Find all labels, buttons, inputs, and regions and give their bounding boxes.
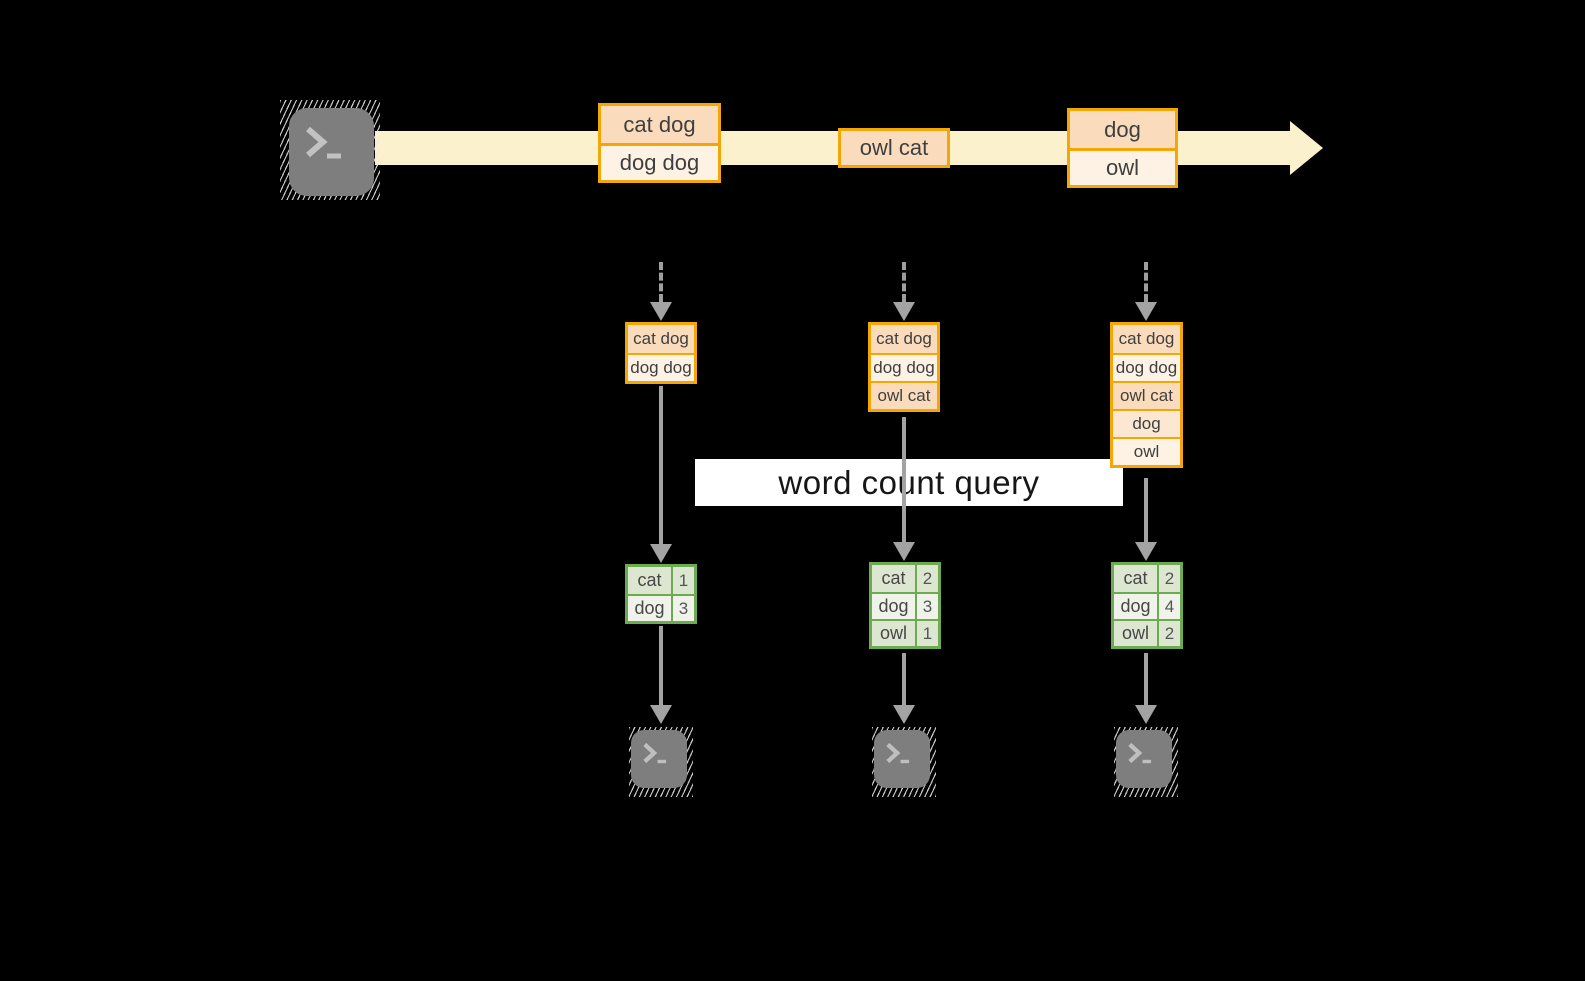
stream-arrow-head [1290, 121, 1323, 175]
count-cell: 2 [915, 565, 938, 592]
source-terminal-icon [280, 100, 380, 200]
input-line: dog dog [1113, 353, 1180, 381]
arrow-head [1135, 542, 1157, 561]
word-cell: cat [1114, 565, 1157, 592]
table-row: dog 4 [1114, 592, 1180, 619]
word-cell: owl [1114, 621, 1157, 646]
result-table-1: cat 1 dog 3 [625, 564, 697, 624]
arrow-line [1144, 653, 1148, 706]
arrow-line [1144, 478, 1148, 543]
input-line: dog dog [871, 353, 937, 381]
dashed-arrow-line [902, 262, 906, 302]
arrow-line [902, 653, 906, 706]
count-cell: 4 [1157, 594, 1180, 619]
input-line: cat dog [871, 325, 937, 353]
stream-batch-1: cat dog dog dog [598, 103, 721, 183]
input-line: dog [1113, 409, 1180, 437]
word-cell: dog [872, 594, 915, 619]
terminal-prompt-icon [643, 742, 667, 764]
table-row: dog 3 [872, 592, 938, 619]
count-cell: 1 [671, 567, 694, 594]
accumulated-input-2: cat dog dog dog owl cat [868, 322, 940, 412]
word-cell: cat [628, 567, 671, 594]
arrow-head [1135, 705, 1157, 724]
input-line: owl [1113, 437, 1180, 465]
terminal-window [874, 730, 930, 788]
accumulated-input-3: cat dog dog dog owl cat dog owl [1110, 322, 1183, 468]
result-table-2: cat 2 dog 3 owl 1 [869, 562, 941, 649]
count-cell: 2 [1157, 621, 1180, 646]
arrow-head [650, 705, 672, 724]
input-line: cat dog [1113, 325, 1180, 353]
word-cell: cat [872, 565, 915, 592]
arrow-line [902, 417, 906, 543]
arrow-line [659, 386, 663, 545]
terminal-prompt-icon [306, 126, 341, 159]
count-cell: 2 [1157, 565, 1180, 592]
arrow-head [893, 705, 915, 724]
dashed-arrow-head [893, 302, 915, 321]
output-terminal-icon [1114, 727, 1178, 797]
terminal-prompt-icon [886, 742, 910, 764]
arrow-head [893, 542, 915, 561]
dashed-arrow-head [650, 302, 672, 321]
stream-line: dog [1070, 111, 1175, 148]
dashed-arrow-line [1144, 262, 1148, 302]
stream-line: owl [1070, 148, 1175, 185]
stream-line: cat dog [601, 106, 718, 143]
arrow-head [650, 544, 672, 563]
table-row: cat 1 [628, 567, 694, 594]
stream-line: dog dog [601, 143, 718, 180]
dashed-arrow-head [1135, 302, 1157, 321]
input-line: owl cat [871, 381, 937, 409]
count-cell: 3 [915, 594, 938, 619]
stream-line: owl cat [841, 131, 947, 165]
input-line: dog dog [628, 353, 694, 381]
count-cell: 3 [671, 596, 694, 621]
word-cell: dog [1114, 594, 1157, 619]
terminal-window [631, 730, 687, 788]
terminal-window [289, 108, 374, 196]
output-terminal-icon [629, 727, 693, 797]
table-row: dog 3 [628, 594, 694, 621]
stream-batch-3: dog owl [1067, 108, 1178, 188]
arrow-line [659, 626, 663, 706]
output-terminal-icon [872, 727, 936, 797]
input-line: cat dog [628, 325, 694, 353]
word-cell: owl [872, 621, 915, 646]
terminal-window [1116, 730, 1172, 788]
input-line: owl cat [1113, 381, 1180, 409]
table-row: cat 2 [1114, 565, 1180, 592]
table-row: cat 2 [872, 565, 938, 592]
count-cell: 1 [915, 621, 938, 646]
query-banner: word count query [695, 459, 1123, 506]
result-table-3: cat 2 dog 4 owl 2 [1111, 562, 1183, 649]
table-row: owl 2 [1114, 619, 1180, 646]
dashed-arrow-line [659, 262, 663, 302]
stream-batch-2: owl cat [838, 128, 950, 168]
terminal-prompt-icon [1128, 742, 1152, 764]
accumulated-input-1: cat dog dog dog [625, 322, 697, 384]
word-cell: dog [628, 596, 671, 621]
table-row: owl 1 [872, 619, 938, 646]
